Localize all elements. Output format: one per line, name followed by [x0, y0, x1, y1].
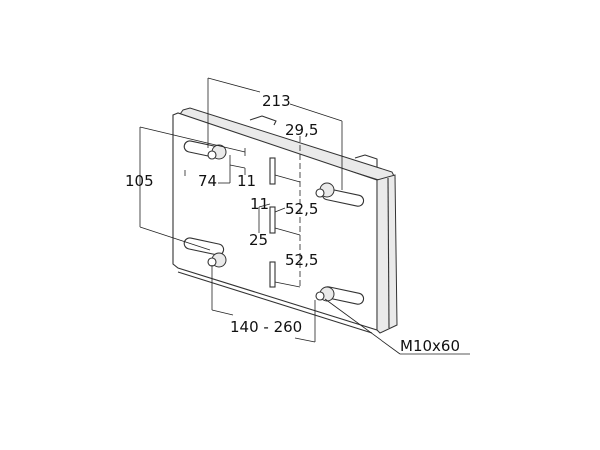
dimension-lines: [139, 77, 470, 355]
dim-height-left: 105: [125, 172, 154, 190]
bolt-icon: [207, 144, 227, 160]
dim-width-top: 213: [262, 92, 291, 110]
dim-bolt-dim: 11: [237, 172, 256, 190]
dim-range: 140 - 260: [230, 318, 302, 336]
dim-slot-offset: 29,5: [285, 121, 318, 139]
bolt-callout: M10x60: [400, 337, 460, 355]
dim-slot-pitch-2: 52,5: [285, 251, 318, 269]
dim-slot-length: 25: [249, 231, 268, 249]
dim-slot-width: 11: [250, 195, 269, 213]
bolts: [207, 144, 335, 302]
bolt-icon: [315, 286, 335, 302]
dimension-labels: 213 29,5 105 74 11 11 52,5 25 52,5 140 -…: [125, 92, 460, 355]
dim-bolt-offset: 74: [198, 172, 217, 190]
right-tab: [354, 154, 378, 167]
side-flange: [376, 174, 398, 334]
dim-slot-pitch-1: 52,5: [285, 200, 318, 218]
bolt-icon: [315, 182, 335, 198]
vertical-slots: [269, 157, 276, 288]
top-tab: [249, 115, 277, 126]
bolt-icon: [207, 252, 227, 268]
